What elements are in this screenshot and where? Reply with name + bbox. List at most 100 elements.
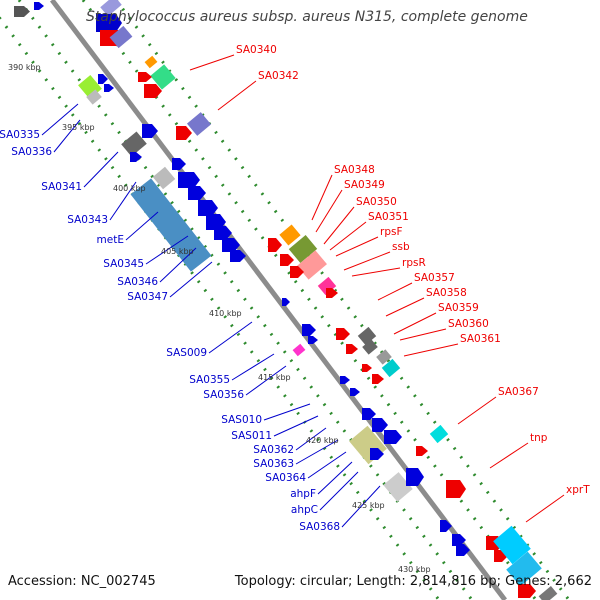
kbp-tick-label: 410 kbp [209, 309, 242, 318]
gene-feature-13 [104, 84, 114, 92]
gene-feature-11 [86, 89, 102, 105]
gene-label-reverse: SA0347 [127, 291, 168, 303]
gene-feature-62 [456, 544, 470, 556]
leader-line [109, 181, 137, 221]
leader-line [317, 461, 353, 495]
gene-feature-56 [416, 446, 428, 456]
gene-feature-41 [357, 326, 377, 346]
genome-title: Staphylococcus aureus subsp. aureus N315… [86, 9, 528, 25]
gene-label-reverse: SAS009 [166, 347, 207, 359]
gene-feature-44 [376, 349, 392, 365]
gene-feature-33 [290, 266, 304, 278]
gene-label-forward: SA0360 [448, 318, 489, 330]
gene-label-forward: SA0357 [414, 272, 455, 284]
gene-labels: SA0340SA0342SA0348SA0349SA0350SA0351rpsF… [0, 44, 590, 533]
dotted-track-0 [17, 0, 474, 600]
leader-line [525, 494, 565, 523]
leader-line [189, 54, 235, 71]
topology-summary: Topology: circular; Length: 2,814,816 bp… [234, 574, 592, 589]
gene-label-forward: SA0358 [426, 287, 467, 299]
gene-label-forward: rpsR [402, 257, 426, 269]
gene-feature-40 [336, 328, 350, 340]
leader-line [217, 80, 257, 111]
gene-feature-5 [109, 25, 133, 49]
gene-feature-68 [538, 586, 558, 600]
gene-label-forward: rpsF [380, 226, 403, 238]
leader-line [41, 103, 79, 136]
gene-feature-58 [406, 468, 424, 486]
gene-label-forward: SA0340 [236, 44, 277, 56]
leader-line [245, 365, 287, 396]
gene-label-reverse: SAS011 [231, 430, 272, 442]
gene-feature-7 [150, 64, 176, 90]
gene-feature-21 [178, 172, 200, 188]
gene-feature-45 [381, 358, 401, 378]
gene-label-reverse: SA0343 [67, 214, 108, 226]
leader-line [377, 282, 413, 301]
accession-text: Accession: NC_002745 [8, 574, 156, 589]
gene-label-forward: ssb [392, 241, 410, 253]
gene-feature-14 [186, 112, 212, 136]
kbp-tick-label: 425 kbp [352, 501, 385, 510]
leader-line [403, 343, 459, 357]
gene-feature-43 [346, 344, 358, 354]
leader-line [385, 297, 425, 317]
gene-label-forward: tnp [530, 432, 548, 444]
gene-feature-8 [138, 72, 152, 82]
gene-feature-25 [214, 226, 232, 240]
leader-line [393, 312, 437, 335]
gene-label-forward: SA0367 [498, 386, 539, 398]
gene-label-forward: SA0348 [334, 164, 375, 176]
gene-feature-18 [130, 152, 142, 162]
gene-feature-22 [188, 186, 206, 200]
leader-line [83, 151, 119, 188]
leader-line [169, 261, 213, 298]
leader-line [335, 236, 379, 257]
genome-backbone [50, 0, 507, 600]
gene-feature-35 [326, 288, 338, 298]
gene-label-reverse: SA0346 [117, 276, 158, 288]
gene-label-reverse: SA0341 [41, 181, 82, 193]
leader-line [208, 321, 253, 354]
kbp-tick-label: 400 kbp [113, 184, 146, 193]
gene-feature-3 [96, 14, 122, 32]
leader-line [343, 251, 391, 271]
gene-label-forward: SA0361 [460, 333, 501, 345]
gene-feature-50 [362, 408, 376, 420]
gene-label-forward: SA0351 [368, 211, 409, 223]
gene-feature-66 [506, 551, 542, 587]
leader-line [307, 451, 347, 479]
gene-feature-19 [152, 166, 176, 190]
gene-feature-46 [362, 364, 372, 372]
gene-feature-47 [372, 374, 384, 384]
gene-feature-9 [144, 84, 162, 98]
leader-line [159, 247, 197, 283]
kbp-tick-label: 420 kbp [306, 436, 339, 445]
leader-line [315, 189, 343, 233]
dotted-track-1 [0, 16, 441, 600]
leader-line [125, 211, 159, 241]
gene-feature-27 [230, 250, 246, 262]
gene-label-reverse: SA0355 [189, 374, 230, 386]
gene-feature-26 [222, 238, 240, 252]
kbp-tick-label: 395 kbp [62, 123, 95, 132]
gene-label-reverse: SA0336 [11, 146, 52, 158]
leader-line [231, 353, 275, 381]
kbp-tick-label: 405 kbp [161, 247, 194, 256]
gene-feature-37 [302, 324, 316, 336]
gene-feature-31 [297, 250, 327, 280]
gene-feature-17 [121, 131, 147, 157]
gene-label-reverse: SA0368 [299, 521, 340, 533]
gene-feature-61 [452, 534, 466, 546]
gene-feature-30 [288, 235, 318, 263]
gene-feature-32 [280, 254, 294, 266]
kbp-tick-label: 390 kbp [8, 63, 41, 72]
gene-label-reverse: SA0356 [203, 389, 244, 401]
gene-label-reverse: ahpC [291, 504, 318, 516]
leader-line [295, 427, 327, 451]
dotted-track-3 [114, 0, 571, 600]
gene-label-reverse: SA0364 [265, 472, 306, 484]
gene-feature-51 [372, 418, 388, 432]
leader-line [319, 471, 359, 511]
